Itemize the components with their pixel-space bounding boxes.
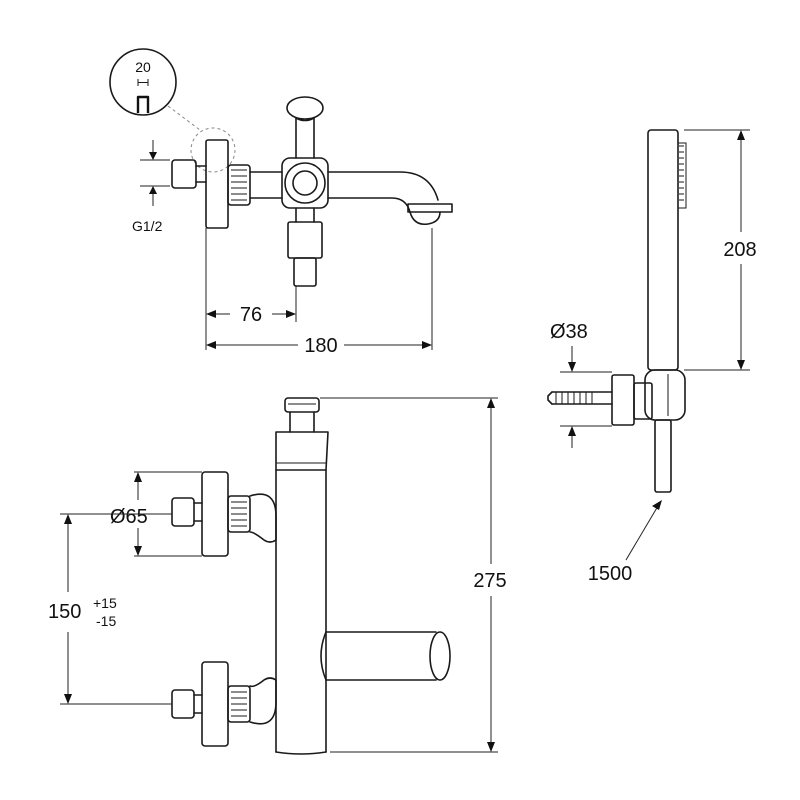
thread-label: G1/2 [132, 218, 163, 234]
detail-width-label: 20 [135, 59, 151, 75]
detail-bubble [109, 48, 177, 116]
center-tolerance-minus: -15 [96, 613, 116, 629]
hose-length-label: 1500 [588, 563, 633, 585]
spout-reach-label: 180 [304, 335, 337, 357]
holder-diameter-label: Ø38 [550, 321, 588, 343]
front-view: Ø65 150 +15 -15 275 [48, 397, 507, 755]
inlet-offset-label: 76 [240, 304, 262, 326]
handshower-length-label: 208 [723, 239, 756, 261]
body-height-label: 275 [473, 570, 506, 592]
side-view: 20 G1/2 [109, 48, 453, 357]
handshower-view: 208 Ø38 1500 [547, 129, 757, 585]
center-distance-label: 150 [48, 601, 81, 623]
center-tolerance-plus: +15 [93, 595, 117, 611]
handle-diameter-label: Ø65 [110, 506, 148, 528]
